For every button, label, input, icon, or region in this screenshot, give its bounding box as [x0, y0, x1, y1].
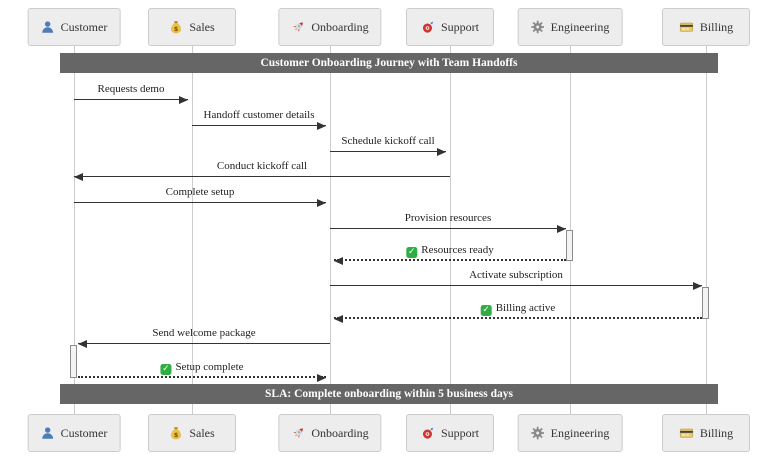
actor-label: Customer: [60, 425, 108, 440]
actor-label: Billing: [699, 19, 734, 34]
gear-icon: [531, 426, 545, 440]
actor-box-billing: Billing: [662, 8, 750, 46]
message-text: Conduct kickoff call: [216, 160, 308, 172]
message-line: [330, 228, 566, 229]
arrowhead-icon: [317, 374, 326, 382]
message-text: Activate subscription: [469, 269, 563, 281]
message-line: [74, 176, 450, 177]
headset-icon: [421, 20, 435, 34]
actor-label: Onboarding: [311, 425, 369, 440]
lifeline-engineering: [570, 45, 571, 414]
message-label: Send welcome package: [152, 327, 255, 339]
check-icon: ✓: [160, 364, 172, 375]
headset-icon: [421, 426, 435, 440]
message-label: Requests demo: [98, 83, 165, 95]
message-line: [334, 259, 566, 261]
activation-bar-engineering: [566, 230, 573, 261]
check-icon: ✓: [406, 247, 418, 258]
arrowhead-icon: [317, 122, 326, 130]
money-bag-icon: $: [169, 20, 183, 34]
actor-label: Sales: [189, 425, 215, 440]
lifeline-sales: [192, 45, 193, 414]
check-icon: ✓: [480, 305, 492, 316]
actor-label: Customer: [60, 19, 108, 34]
actor-box-onboarding: Onboarding: [278, 414, 382, 452]
activation-bar-customer: [70, 345, 77, 378]
gear-icon: [531, 20, 545, 34]
actor-box-sales: $ Sales: [148, 8, 236, 46]
actor-box-support: Support: [406, 8, 494, 46]
message-label: Activate subscription: [469, 269, 563, 281]
message-line: [74, 202, 326, 203]
arrowhead-icon: [317, 199, 326, 207]
message-text: Send welcome package: [152, 327, 256, 339]
actor-label: Support: [440, 19, 479, 34]
diagram-title: Customer Onboarding Journey with Team Ha…: [60, 53, 718, 73]
message-line: [334, 317, 702, 319]
rocket-icon: [291, 20, 305, 34]
lifeline-onboarding: [330, 45, 331, 414]
lifeline-billing: [706, 45, 707, 414]
rocket-icon: [291, 426, 305, 440]
actor-box-engineering: Engineering: [517, 414, 623, 452]
lifeline-customer: [74, 45, 75, 414]
arrowhead-icon: [557, 225, 566, 233]
arrowhead-icon: [179, 96, 188, 104]
actor-box-engineering: Engineering: [517, 8, 623, 46]
message-line: [192, 125, 326, 126]
actor-box-customer: Customer: [27, 414, 121, 452]
arrowhead-icon: [334, 315, 343, 323]
actor-box-billing: Billing: [662, 414, 750, 452]
person-icon: [41, 426, 55, 440]
message-text: Schedule kickoff call: [341, 135, 435, 147]
lifeline-support: [450, 45, 451, 414]
message-label: ✓Setup complete: [160, 361, 244, 375]
message-label: ✓Billing active: [480, 302, 556, 316]
actor-label: Engineering: [550, 425, 610, 440]
money-bag-icon: $: [169, 426, 183, 440]
actor-label: Engineering: [550, 19, 610, 34]
actor-label: Sales: [189, 19, 215, 34]
arrowhead-icon: [334, 257, 343, 265]
message-text: Setup complete: [175, 361, 244, 373]
arrowhead-icon: [437, 148, 446, 156]
message-line: [330, 151, 446, 152]
message-line: [78, 343, 330, 344]
actor-label: Billing: [699, 425, 734, 440]
message-text: Requests demo: [97, 83, 165, 95]
svg-text:$: $: [174, 431, 179, 439]
message-text: Complete setup: [165, 186, 235, 198]
sla-note: SLA: Complete onboarding within 5 busine…: [60, 384, 718, 404]
credit-card-icon: [679, 426, 694, 440]
message-text: Handoff customer details: [203, 109, 315, 121]
actor-box-customer: Customer: [27, 8, 121, 46]
message-label: Provision resources: [405, 212, 491, 224]
arrowhead-icon: [693, 282, 702, 290]
message-label: ✓Resources ready: [406, 244, 494, 258]
actor-box-support: Support: [406, 414, 494, 452]
message-text: Provision resources: [404, 212, 492, 224]
message-label: Conduct kickoff call: [217, 160, 307, 172]
message-text: Resources ready: [421, 244, 494, 256]
message-label: Complete setup: [166, 186, 235, 198]
actor-label: Support: [440, 425, 479, 440]
svg-text:$: $: [174, 25, 179, 33]
person-icon: [41, 20, 55, 34]
message-line: [78, 376, 326, 378]
message-label: Schedule kickoff call: [341, 135, 434, 147]
actor-box-sales: $ Sales: [148, 414, 236, 452]
message-label: Handoff customer details: [204, 109, 315, 121]
message-text: Billing active: [495, 302, 556, 314]
actor-box-onboarding: Onboarding: [278, 8, 382, 46]
activation-bar-billing: [702, 287, 709, 319]
message-line: [330, 285, 702, 286]
message-line: [74, 99, 188, 100]
credit-card-icon: [679, 20, 694, 34]
arrowhead-icon: [74, 173, 83, 181]
arrowhead-icon: [78, 340, 87, 348]
actor-label: Onboarding: [311, 19, 369, 34]
